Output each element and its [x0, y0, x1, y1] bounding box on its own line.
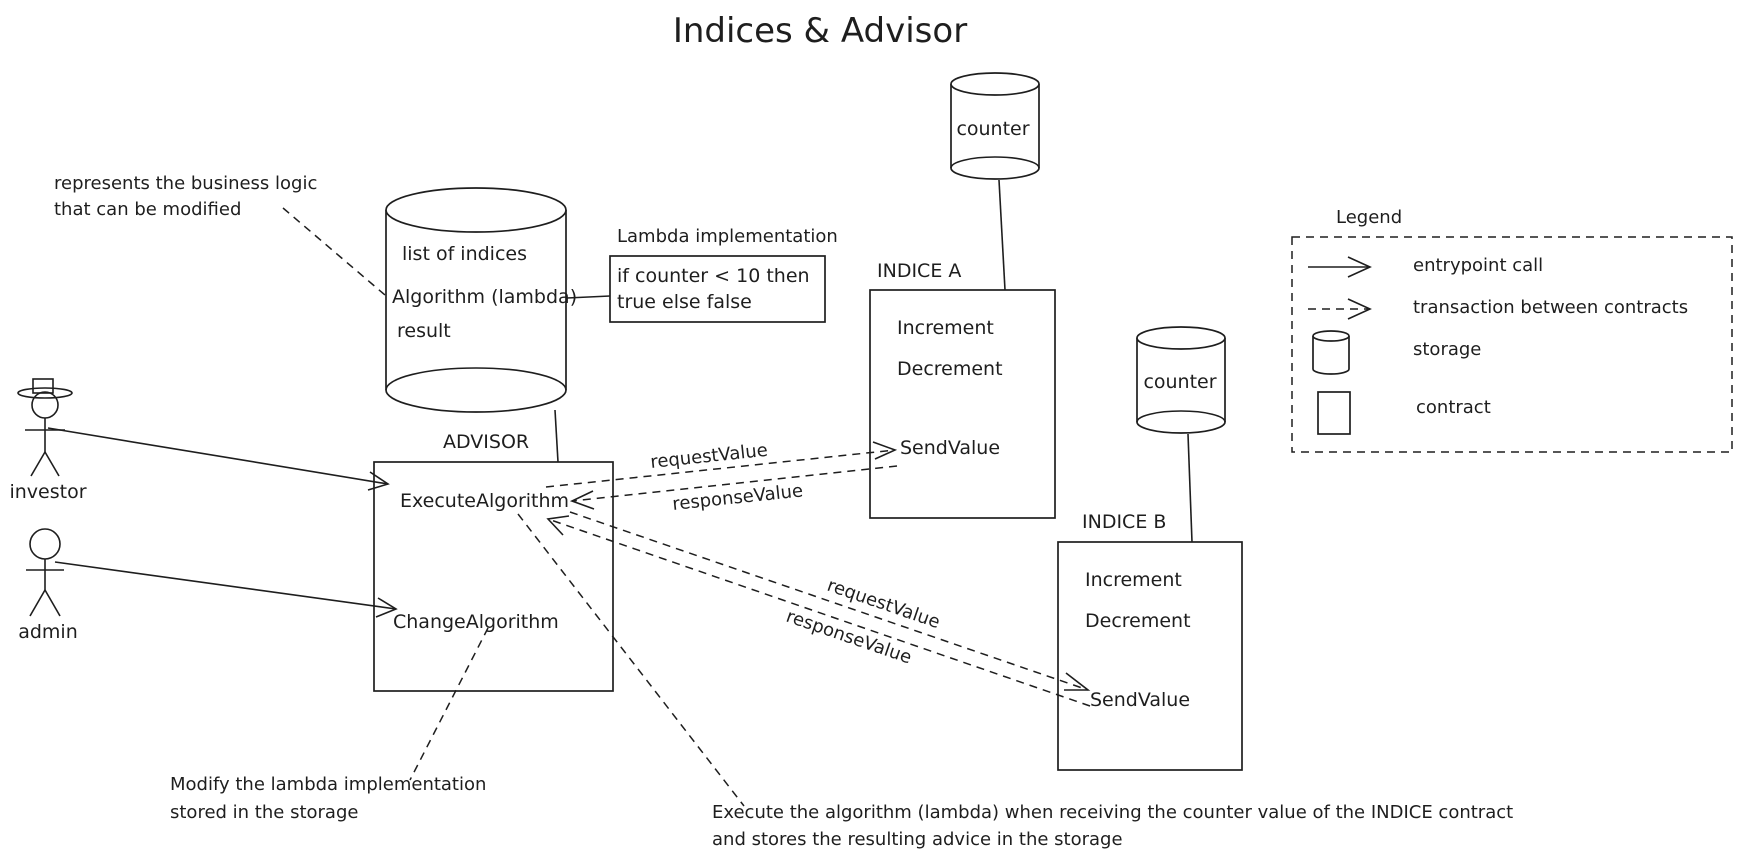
indice-a-counter: counter [956, 118, 1029, 140]
lambda-line-2: true else false [617, 291, 752, 313]
legend-title: Legend [1336, 207, 1402, 228]
admin-actor [26, 528, 64, 617]
change-algorithm-entrypoint: ChangeAlgorithm [393, 611, 559, 633]
advisor-label: ADVISOR [443, 431, 529, 453]
advisor-storage-result: result [397, 320, 451, 342]
indice-b-decrement: Decrement [1085, 610, 1191, 632]
advisor-storage [385, 187, 567, 413]
execute-note-line-2: and stores the resulting advice in the s… [712, 829, 1123, 850]
lambda-link [566, 295, 611, 299]
legend-box [1291, 236, 1733, 453]
legend-storage-icon [1312, 330, 1350, 375]
modify-note-connector [409, 627, 489, 781]
diagram-title: Indices & Advisor [673, 11, 967, 51]
legend-entrypoint-label: entrypoint call [1413, 255, 1543, 276]
response-value-a-label: responseValue [671, 480, 804, 515]
indice-b-contract [1057, 541, 1243, 771]
request-value-b-arrow [569, 511, 1091, 691]
indice-b-sendvalue: SendValue [1090, 689, 1190, 711]
lambda-line-1: if counter < 10 then [617, 265, 810, 287]
legend-contract-label: contract [1416, 397, 1491, 418]
indice-b-increment: Increment [1085, 569, 1182, 591]
legend-contract-icon [1317, 391, 1351, 435]
execute-note-line-1: Execute the algorithm (lambda) when rece… [712, 802, 1513, 823]
lambda-label: Lambda implementation [617, 226, 838, 247]
indice-a-sendvalue: SendValue [900, 437, 1000, 459]
lambda-box [609, 255, 826, 323]
indice-a-storage [950, 72, 1040, 180]
admin-entrypoint-arrow [54, 561, 398, 618]
business-note-line-2: that can be modified [54, 199, 241, 220]
request-value-a-label: requestValue [649, 440, 768, 473]
indice-a-label: INDICE A [877, 260, 961, 282]
legend-entrypoint-icon [1308, 256, 1372, 278]
request-value-a-arrow [545, 441, 898, 488]
indice-a-increment: Increment [897, 317, 994, 339]
modify-note-line-1: Modify the lambda implementation [170, 774, 486, 795]
business-note-connector [282, 207, 386, 296]
execute-algorithm-entrypoint: ExecuteAlgorithm [400, 490, 569, 512]
legend-transaction-icon [1308, 298, 1372, 320]
investor-entrypoint-arrow [47, 427, 390, 491]
advisor-storage-algorithm: Algorithm (lambda) [392, 286, 577, 308]
indice-b-storage-link [1187, 433, 1193, 543]
indice-b-storage [1136, 326, 1226, 434]
indice-b-counter: counter [1143, 371, 1216, 393]
indice-a-contract [869, 289, 1056, 519]
advisor-storage-indices: list of indices [402, 243, 527, 265]
indice-b-label: INDICE B [1082, 511, 1166, 533]
response-value-a-arrow [569, 465, 898, 510]
investor-actor [17, 378, 73, 477]
indice-a-decrement: Decrement [897, 358, 1003, 380]
execute-note-connector [517, 513, 745, 807]
advisor-storage-link [554, 409, 559, 463]
admin-label: admin [18, 621, 78, 643]
investor-label: investor [9, 481, 86, 503]
indice-a-storage-link [998, 179, 1006, 291]
legend-storage-label: storage [1413, 339, 1481, 360]
response-value-b-arrow [546, 515, 1091, 707]
business-note-line-1: represents the business logic [54, 173, 317, 194]
legend-transaction-label: transaction between contracts [1413, 297, 1688, 318]
modify-note-line-2: stored in the storage [170, 802, 358, 823]
